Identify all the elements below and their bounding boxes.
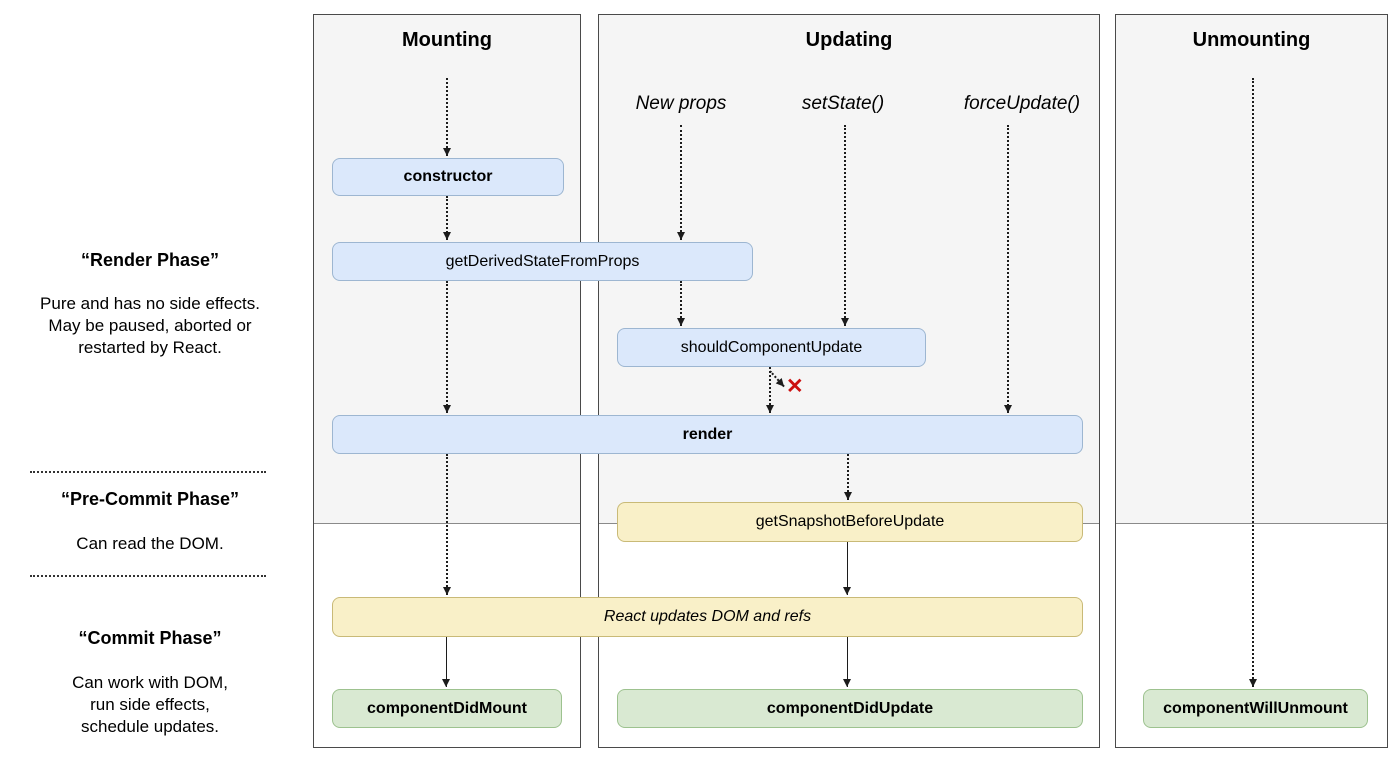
box-component-will-unmount: componentWillUnmount xyxy=(1143,689,1368,728)
pre-commit-phase-title: “Pre-Commit Phase” xyxy=(60,489,240,509)
box-react-updates-dom: React updates DOM and refs xyxy=(332,597,1083,637)
arrow-getderivedstate-to-shouldupdate xyxy=(677,281,685,326)
arrow-getsnapshot-to-domupdate xyxy=(843,542,851,595)
box-constructor: constructor xyxy=(332,158,564,196)
arrow-mounting-start xyxy=(443,78,451,156)
arrow-unmounting-to-willunmount xyxy=(1249,78,1257,687)
unmounting-title: Unmounting xyxy=(1192,29,1311,51)
arrow-getderivedstate-to-render xyxy=(443,281,451,413)
phase-divider-line xyxy=(30,471,266,473)
mounting-title: Mounting xyxy=(402,29,492,51)
column-updating: Updating xyxy=(598,14,1100,748)
box-component-did-update: componentDidUpdate xyxy=(617,689,1083,728)
box-render: render xyxy=(332,415,1083,454)
phase-divider-line xyxy=(30,575,266,577)
arrow-setstate-to-shouldupdate xyxy=(841,125,849,326)
updating-title: Updating xyxy=(805,29,893,51)
pre-commit-phase-description: Can read the DOM. xyxy=(76,534,224,553)
arrow-newprops-to-getderivedstate xyxy=(677,125,685,240)
render-phase-title: “Render Phase” xyxy=(80,250,220,270)
arrow-domupdate-to-didupdate xyxy=(843,637,851,687)
box-should-component-update: shouldComponentUpdate xyxy=(617,328,926,367)
arrow-forceupdate-to-render xyxy=(1004,125,1012,413)
trigger-new-props: New props xyxy=(635,93,727,114)
no-update-x-icon: ✕ xyxy=(786,375,804,398)
arrow-constructor-to-getderivedstate xyxy=(443,196,451,240)
commit-phase-title: “Commit Phase” xyxy=(78,628,222,648)
arrow-render-to-getsnapshot xyxy=(844,454,852,500)
arrow-shouldupdate-to-render xyxy=(766,367,774,413)
column-unmounting: Unmounting xyxy=(1115,14,1388,748)
arrow-domupdate-to-didmount xyxy=(442,637,450,687)
box-get-snapshot-before-update: getSnapshotBeforeUpdate xyxy=(617,502,1083,542)
box-get-derived-state-from-props: getDerivedStateFromProps xyxy=(332,242,753,281)
box-component-did-mount: componentDidMount xyxy=(332,689,562,728)
trigger-set-state: setState() xyxy=(801,93,885,114)
commit-phase-description: Can work with DOM, run side effects, sch… xyxy=(72,673,228,736)
trigger-force-update: forceUpdate() xyxy=(963,93,1081,114)
render-phase-description: Pure and has no side effects. May be pau… xyxy=(40,294,260,357)
unmounting-render-phase-region xyxy=(1116,15,1387,524)
arrow-render-to-domupdate-mount xyxy=(443,454,451,595)
